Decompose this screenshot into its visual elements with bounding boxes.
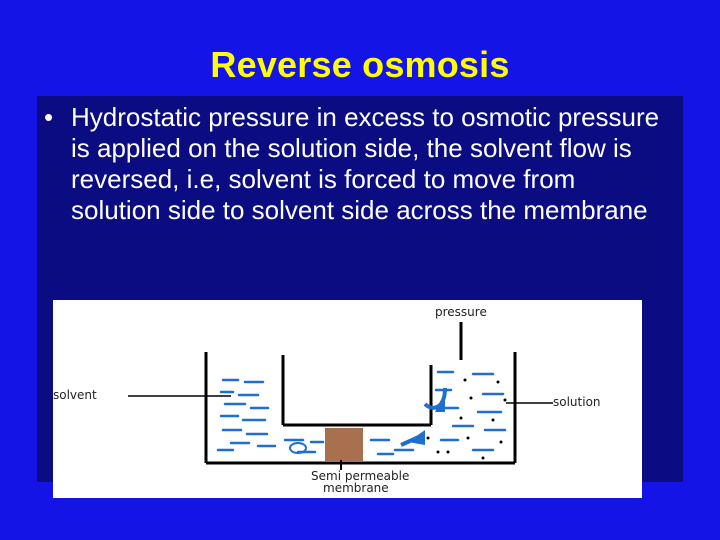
reverse-osmosis-diagram: pressure solvent solution Semi permeable… bbox=[53, 300, 642, 498]
solvent-liquid bbox=[216, 378, 415, 456]
membrane-label-line1: Semi permeable bbox=[311, 469, 410, 483]
solution-liquid bbox=[434, 370, 507, 452]
solute-particles bbox=[426, 378, 507, 460]
membrane-block bbox=[325, 428, 363, 461]
leader-lines bbox=[128, 395, 553, 404]
slide-title: Reverse osmosis bbox=[210, 44, 510, 85]
bullet-item: • Hydrostatic pressure in excess to osmo… bbox=[44, 102, 664, 226]
membrane-label: Semi permeable membrane bbox=[311, 470, 451, 494]
bullet-text: Hydrostatic pressure in excess to osmoti… bbox=[71, 102, 660, 225]
diagram-drawing bbox=[128, 322, 553, 470]
pressure-label: pressure bbox=[435, 305, 487, 319]
flow-arrows bbox=[400, 387, 447, 447]
solvent-droplet bbox=[289, 442, 307, 454]
u-tube-walls bbox=[204, 322, 517, 465]
solvent-label: solvent bbox=[53, 388, 97, 402]
solution-label: solution bbox=[553, 395, 601, 409]
bullet-dot: • bbox=[44, 102, 54, 132]
membrane-label-line2: membrane bbox=[323, 481, 389, 495]
